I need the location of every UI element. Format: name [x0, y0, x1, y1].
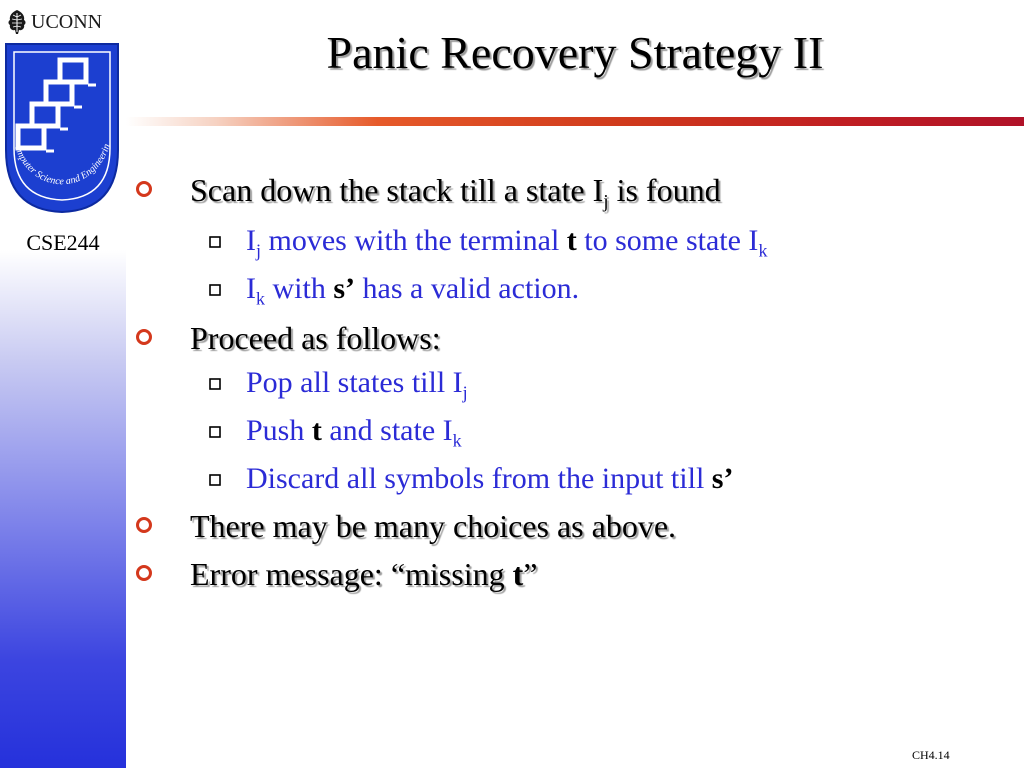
hollow-square-icon: [209, 474, 221, 486]
circle-ring-icon: [136, 517, 152, 533]
hollow-square-icon: [209, 284, 221, 296]
uconn-logo: UCONN: [6, 8, 122, 36]
bullet-scan-stack: Scan down the stack till a state Ij is f…: [136, 172, 721, 212]
course-code: CSE244: [26, 230, 100, 255]
title-divider: [126, 117, 1024, 126]
bullet-many-choices: There may be many choices as above.: [136, 508, 676, 545]
bullet-proceed: Proceed as follows:: [136, 320, 441, 357]
uconn-wordmark: UCONN: [31, 10, 103, 33]
sub-bullet-moves-terminal: Ij moves with the terminal t to some sta…: [209, 224, 767, 259]
hollow-square-icon: [209, 426, 221, 438]
sub-bullet-valid-action: Ik with s’ has a valid action.: [209, 272, 579, 307]
slide-title: Panic Recovery Strategy II: [326, 27, 824, 78]
hollow-square-icon: [209, 236, 221, 248]
oak-leaf-icon: [8, 10, 26, 34]
circle-ring-icon: [136, 329, 152, 345]
sub-bullet-pop-states: Pop all states till Ij: [209, 366, 468, 401]
bullet-error-message: Error message: “missing t”: [136, 556, 537, 593]
sidebar: UCONN Computer Science and Engineering C…: [0, 0, 126, 768]
hollow-square-icon: [209, 378, 221, 390]
sub-bullet-push-state: Push t and state Ik: [209, 414, 462, 449]
circle-ring-icon: [136, 565, 152, 581]
slide-number: CH4.14: [912, 748, 950, 762]
cse-seal-icon: Computer Science and Engineering: [2, 40, 119, 214]
circle-ring-icon: [136, 181, 152, 197]
sub-bullet-discard-symbols: Discard all symbols from the input till …: [209, 462, 733, 496]
